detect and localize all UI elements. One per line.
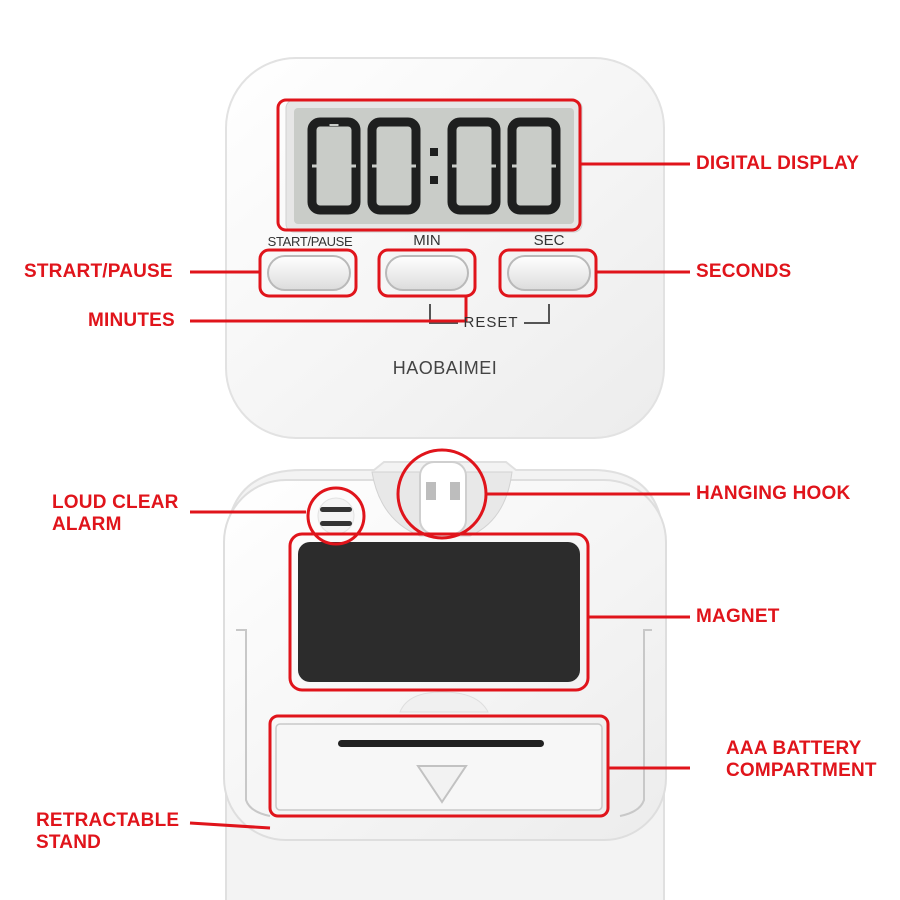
sec-button-label: SEC bbox=[533, 232, 565, 249]
reset-bracket bbox=[429, 304, 550, 324]
magnet-shape bbox=[298, 542, 580, 682]
lcd-screen bbox=[294, 108, 574, 224]
min-highlight bbox=[377, 248, 477, 298]
stand-rail-right bbox=[619, 629, 652, 817]
magnet-highlight bbox=[288, 532, 590, 692]
callout-seconds: SECONDS bbox=[696, 261, 792, 282]
seven-segment-digits: 00:00 bbox=[307, 117, 561, 219]
battery-cover-slot bbox=[338, 740, 544, 747]
callout-retractable-stand: RETRACTABLE STAND bbox=[36, 810, 180, 853]
start-pause-button-label: START/PAUSE bbox=[267, 234, 353, 249]
reset-label: RESET bbox=[463, 314, 519, 331]
stand-leader bbox=[189, 821, 271, 830]
alarm-highlight bbox=[306, 486, 366, 546]
min-button-shape[interactable] bbox=[385, 255, 469, 291]
callout-markers bbox=[189, 98, 690, 830]
brand-name: HAOBAIMEI bbox=[392, 358, 498, 378]
callout-digital-display: DIGITAL DISPLAY bbox=[696, 153, 860, 174]
min-button-label: MIN bbox=[413, 232, 441, 249]
stand-rail-left bbox=[236, 629, 271, 817]
display-text: 00:00 bbox=[434, 217, 437, 219]
callout-battery-compartment: AAA BATTERY COMPARTMENT bbox=[726, 738, 877, 781]
callout-start-pause: STRART/PAUSE bbox=[24, 261, 173, 282]
open-arrow-icon bbox=[416, 765, 468, 804]
callout-minutes: MINUTES bbox=[88, 310, 175, 331]
callout-hanging-hook: HANGING HOOK bbox=[696, 483, 851, 504]
sec-button-shape[interactable] bbox=[507, 255, 591, 291]
lcd-readout: 00:00 bbox=[296, 110, 572, 222]
speaker-slot-1 bbox=[320, 507, 352, 512]
callout-magnet: MAGNET bbox=[696, 606, 780, 627]
speaker-slot-2 bbox=[320, 521, 352, 526]
start-pause-button-shape[interactable] bbox=[267, 255, 351, 291]
min-leader bbox=[190, 296, 468, 323]
timer-back bbox=[223, 461, 667, 900]
battery-highlight bbox=[268, 714, 610, 818]
callout-loud-clear-alarm: LOUD CLEAR ALARM bbox=[52, 492, 179, 535]
